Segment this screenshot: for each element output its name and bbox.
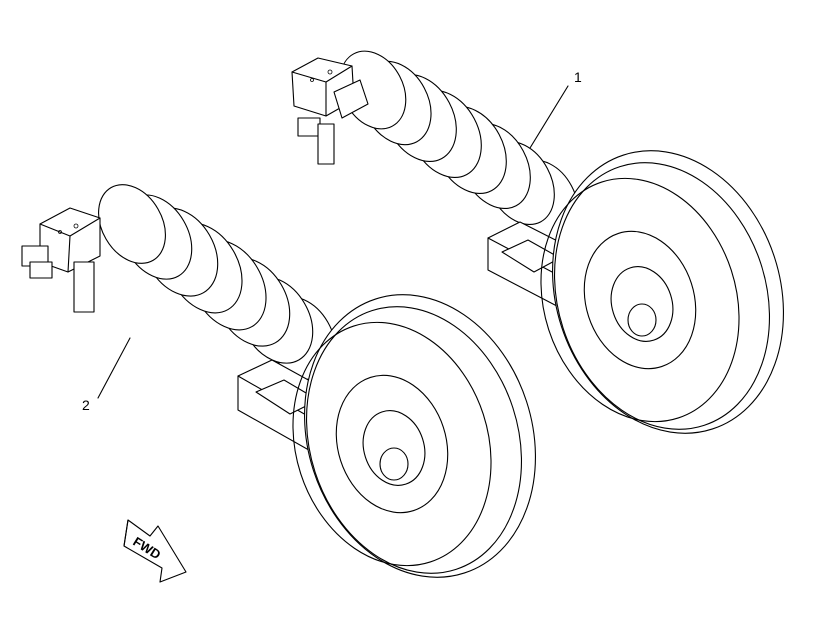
idler-assembly-2[interactable]	[21, 173, 571, 608]
idler-wheel-1	[540, 150, 784, 434]
callout-1[interactable]: 1	[529, 69, 582, 149]
idler-assembly-1[interactable]	[291, 40, 819, 464]
cylinder-block-1	[291, 57, 369, 165]
callout-2[interactable]: 2	[82, 337, 131, 413]
cylinder-block-2	[21, 207, 101, 313]
callout-label-2: 2	[82, 397, 90, 413]
idler-wheel-2	[292, 294, 536, 578]
forward-direction-arrow: FWD	[123, 519, 187, 583]
recoil-spring-2	[98, 184, 336, 380]
leader-line-1	[529, 85, 569, 149]
recoil-spring-1	[339, 50, 579, 241]
callout-label-1: 1	[574, 69, 582, 85]
leader-line-2	[97, 337, 131, 399]
